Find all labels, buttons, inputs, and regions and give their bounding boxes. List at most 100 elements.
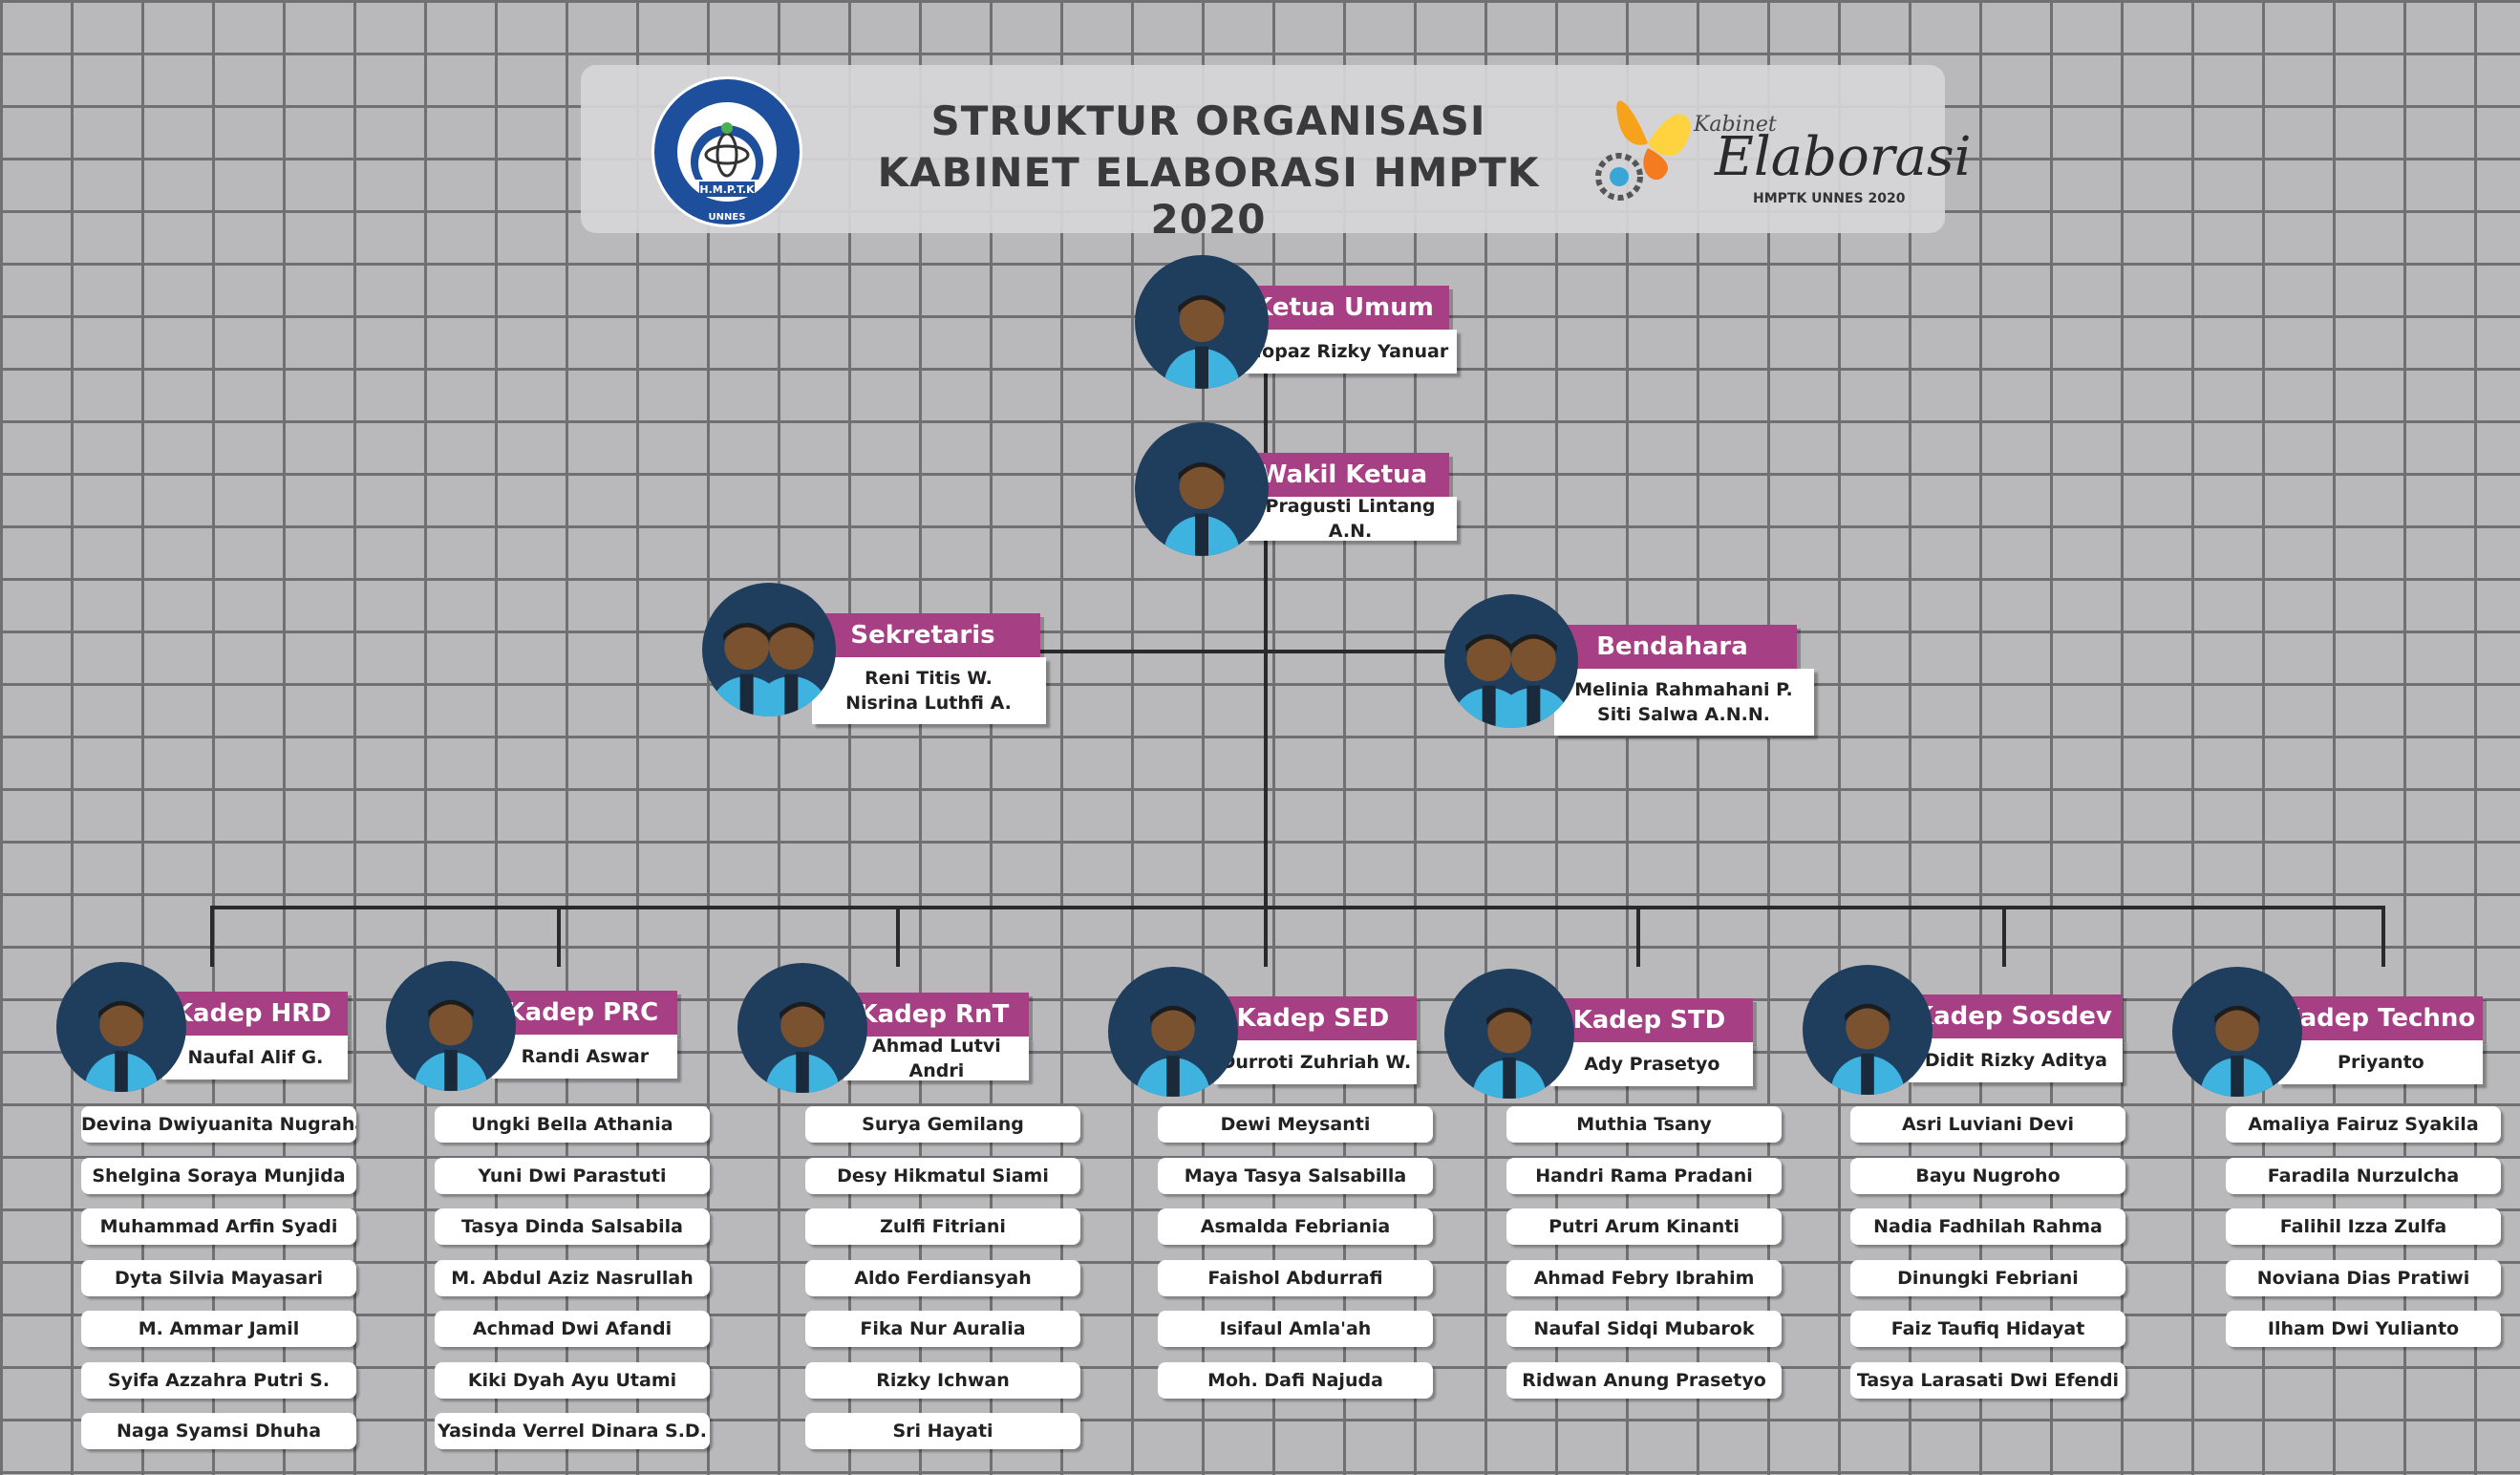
member-box: Surya Gemilang <box>805 1106 1080 1143</box>
kadep-std-name-box: Ady Prasetyo <box>1550 1041 1754 1086</box>
bendahara-name: Siti Salwa A.N.N. <box>1597 703 1770 725</box>
kadep-sosdev-name: Didit Rizky Aditya <box>1924 1049 2107 1071</box>
kadep-sosdev-name-box: Didit Rizky Aditya <box>1909 1037 2124 1082</box>
member-box: Muthia Tsany <box>1506 1106 1782 1143</box>
ketua-name-box: Topaz Rizky Yanuar <box>1244 329 1457 374</box>
member-box: Ahmad Febry Ibrahim <box>1506 1259 1782 1296</box>
member-box: Dyta Silvia Mayasari <box>81 1259 356 1296</box>
member-box: Bayu Nugroho <box>1850 1157 2125 1194</box>
member-box: Zulfi Fitriani <box>805 1208 1080 1245</box>
member-box: Kiki Dyah Ayu Utami <box>435 1361 710 1399</box>
member-box: Falihil Izza Zulfa <box>2226 1208 2501 1245</box>
kadep-hrd-position-label: Kadep HRD <box>157 991 349 1036</box>
member-box: Ilham Dwi Yulianto <box>2226 1311 2501 1347</box>
bendahara-name: Melinia Rahmahani P. <box>1574 678 1793 700</box>
member-box: Tasya Dinda Salsabila <box>435 1208 710 1245</box>
wakil-name: Pragusti Lintang A.N. <box>1265 495 1436 542</box>
kadep-prc-photo <box>386 961 516 1091</box>
kadep-techno-position-label: Kadep Techno <box>2273 995 2484 1040</box>
kadep-hrd-photo <box>56 962 186 1092</box>
member-box: Shelgina Soraya Munjida <box>81 1157 356 1194</box>
member-box: Ungki Bella Athania <box>435 1106 710 1143</box>
member-box: Ridwan Anung Prasetyo <box>1506 1361 1782 1399</box>
logo-subtitle: HMPTK UNNES 2020 <box>1753 191 1906 206</box>
kadep-rnt-name: Ahmad Lutvi Andri <box>872 1035 1001 1081</box>
kadep-rnt-photo <box>737 963 867 1093</box>
member-box: Dinungki Febriani <box>1850 1259 2125 1296</box>
bendahara-photo <box>1444 594 1578 728</box>
member-box: Yasinda Verrel Dinara S.D. <box>435 1413 710 1449</box>
member-box: Sri Hayati <box>805 1413 1080 1449</box>
member-box: Nadia Fadhilah Rahma <box>1850 1208 2125 1245</box>
member-box: Dewi Meysanti <box>1158 1106 1433 1143</box>
logo-cabinet-name: Elaborasi <box>1715 126 1972 188</box>
member-box: Yuni Dwi Parastuti <box>435 1157 710 1194</box>
logo-campus: UNNES <box>709 212 746 223</box>
member-box: Faradila Nurzulcha <box>2226 1157 2501 1194</box>
member-box: Maya Tasya Salsabilla <box>1158 1157 1433 1194</box>
member-box: Naga Syamsi Dhuha <box>81 1413 356 1449</box>
member-box: Rizky Ichwan <box>805 1361 1080 1399</box>
member-box: Tasya Larasati Dwi Efendi <box>1850 1361 2125 1399</box>
member-box: Noviana Dias Pratiwi <box>2226 1259 2501 1296</box>
member-box: Faishol Abdurrafi <box>1158 1259 1433 1296</box>
sekretaris-photo <box>702 583 836 716</box>
wakil-position-label: Wakil Ketua Umum <box>1238 452 1449 533</box>
sekretaris-name-box: Reni Titis W. Nisrina Luthfi A. <box>811 656 1046 724</box>
member-box: Devina Dwiyuanita Nugraha <box>81 1106 356 1143</box>
sekretaris-name: Nisrina Luthfi A. <box>845 692 1012 714</box>
member-box: Amaliya Fairuz Syakila <box>2226 1106 2501 1143</box>
kadep-std-photo <box>1444 969 1574 1099</box>
kadep-rnt-name-box: Ahmad Lutvi Andri <box>844 1035 1030 1081</box>
bendahara-position-label: Bendahara <box>1548 624 1797 669</box>
butterfly-icon <box>1595 100 1691 201</box>
kadep-sed-position-label: Kadep SED <box>1208 995 1418 1040</box>
kadep-std-name: Ady Prasetyo <box>1584 1053 1720 1075</box>
wakil-name-box: Pragusti Lintang A.N. <box>1244 495 1457 542</box>
member-box: Syifa Azzahra Putri S. <box>81 1361 356 1399</box>
ketua-name: Topaz Rizky Yanuar <box>1251 340 1449 362</box>
kadep-sed-name-box: Durroti Zuhriah W. <box>1214 1039 1418 1084</box>
kadep-prc-position-label: Kadep PRC <box>486 990 678 1035</box>
member-box: Handri Rama Pradani <box>1506 1157 1782 1194</box>
kadep-techno-name: Priyanto <box>2338 1051 2424 1073</box>
sekretaris-name: Reni Titis W. <box>865 667 993 689</box>
kadep-sed-name: Durroti Zuhriah W. <box>1220 1051 1412 1073</box>
member-box: Putri Arum Kinanti <box>1506 1208 1782 1245</box>
bendahara-name-box: Melinia Rahmahani P. Siti Salwa A.N.N. <box>1553 668 1814 736</box>
elaborasi-logo: Kabinet Elaborasi HMPTK UNNES 2020 <box>1591 76 1972 220</box>
kadep-prc-name: Randi Aswar <box>521 1045 650 1067</box>
logo-kabinet-label: Kabinet <box>1694 113 1777 137</box>
logo-abbr: H.M.P.T.K <box>699 183 755 196</box>
kadep-techno-name-box: Priyanto <box>2278 1039 2484 1084</box>
member-box: M. Abdul Aziz Nasrullah <box>435 1259 710 1296</box>
member-box: Moh. Dafi Najuda <box>1158 1361 1433 1399</box>
member-box: Fika Nur Auralia <box>805 1311 1080 1347</box>
member-box: Desy Hikmatul Siami <box>805 1157 1080 1194</box>
chart-title-line1: STRUKTUR ORGANISASI <box>930 97 1486 144</box>
kadep-hrd-name-box: Naufal Alif G. <box>162 1035 349 1080</box>
kadep-hrd-name: Naufal Alif G. <box>187 1046 324 1068</box>
member-box: M. Ammar Jamil <box>81 1311 356 1347</box>
member-box: Achmad Dwi Afandi <box>435 1311 710 1347</box>
sekretaris-position-label: Sekretaris <box>805 612 1040 657</box>
kadep-sed-photo <box>1108 967 1238 1097</box>
member-box: Aldo Ferdiansyah <box>805 1259 1080 1296</box>
member-box: Asri Luviani Devi <box>1850 1106 2125 1143</box>
wakil-photo <box>1135 422 1269 556</box>
member-box: Isifaul Amla'ah <box>1158 1311 1433 1347</box>
member-box: Asmalda Febriania <box>1158 1208 1433 1245</box>
member-box: Muhammad Arfin Syadi <box>81 1208 356 1245</box>
hmptk-logo: H.M.P.T.K UNNES <box>650 75 804 229</box>
chart-title-line2: KABINET ELABORASI HMPTK 2020 <box>877 149 1540 243</box>
kadep-std-position-label: Kadep STD <box>1545 997 1754 1042</box>
kadep-sosdev-position-label: Kadep Sosdev <box>1903 994 2124 1038</box>
member-box: Faiz Taufiq Hidayat <box>1850 1311 2125 1347</box>
member-box: Naufal Sidqi Mubarok <box>1506 1311 1782 1347</box>
header-panel <box>581 65 1945 233</box>
kadep-sosdev-photo <box>1803 965 1933 1095</box>
kadep-rnt-position-label: Kadep RnT <box>838 992 1030 1037</box>
ketua-photo <box>1135 255 1269 389</box>
